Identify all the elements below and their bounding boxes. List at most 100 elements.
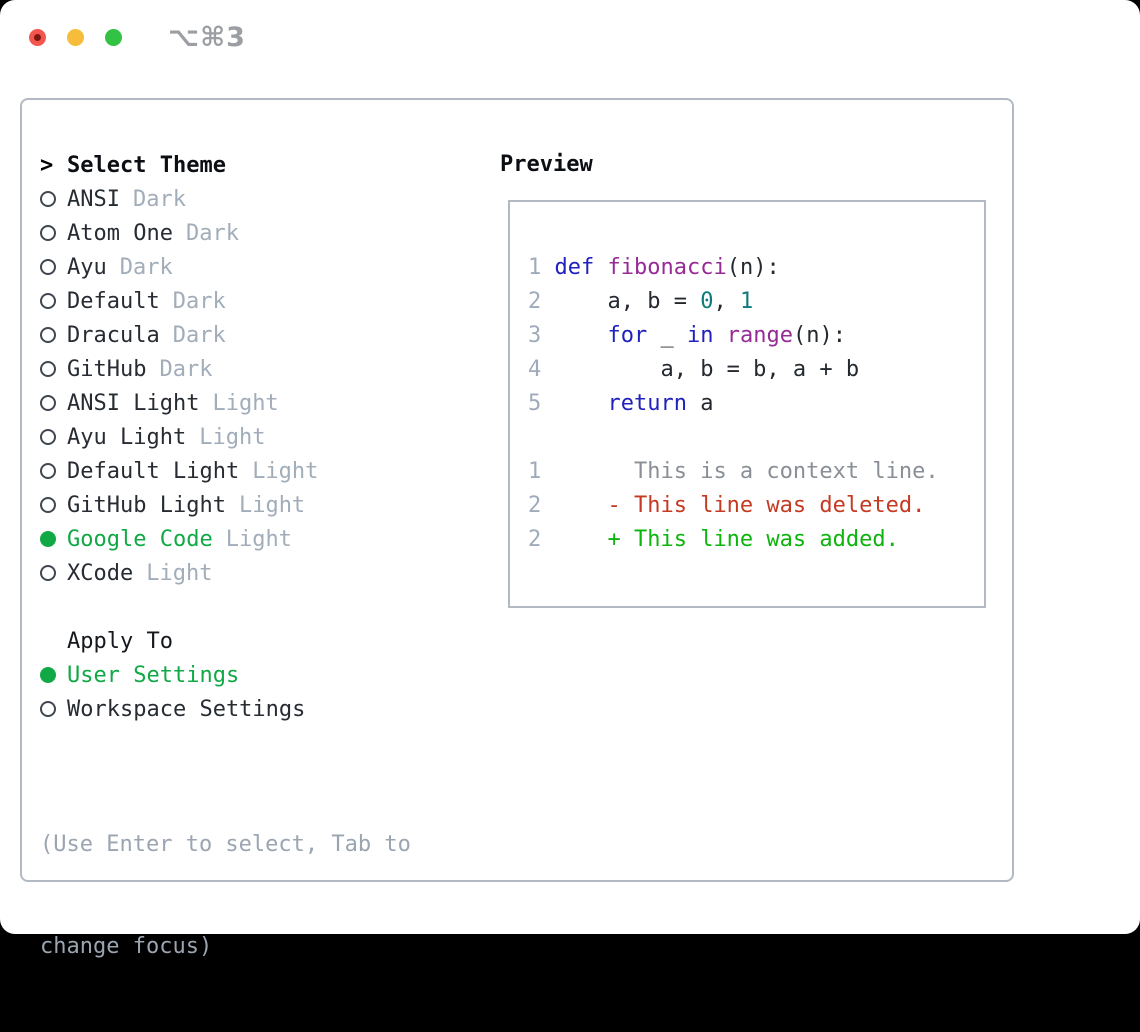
item-label: XCode <box>67 560 134 586</box>
item-variant: Light <box>199 424 266 450</box>
keyboard-hint: (Use Enter to select, Tab to change focu… <box>40 760 485 1032</box>
item-label: Ayu <box>67 254 107 280</box>
spacer <box>40 590 485 624</box>
item-label: Default <box>67 288 160 314</box>
radio-unselected-icon <box>40 259 56 275</box>
radio-unselected-icon <box>40 293 56 309</box>
spacer <box>40 726 485 760</box>
code-token: def <box>554 255 595 280</box>
code-token: 0 <box>700 289 714 314</box>
code-line: 5 return a <box>528 387 939 421</box>
radio-unselected-icon <box>40 361 56 377</box>
item-variant: Dark <box>159 356 213 382</box>
apply-option-workspace-settings[interactable]: Workspace Settings <box>40 692 485 726</box>
radio-selected-icon <box>40 531 56 547</box>
code-token <box>555 323 608 348</box>
unsaved-dot-icon <box>34 34 41 41</box>
item-label: User Settings <box>67 662 240 688</box>
code-token: (n): <box>726 255 780 280</box>
code-line: 2 - This line was deleted. <box>528 489 939 523</box>
radio-selected-icon <box>40 667 56 683</box>
item-label: Ayu Light <box>67 424 187 450</box>
item-label: GitHub Light <box>67 492 226 518</box>
item-variant: Light <box>252 458 319 484</box>
item-label: ANSI <box>67 186 120 212</box>
apply-to-header: Apply To <box>40 624 485 658</box>
theme-item-ayu-light[interactable]: Ayu Light Light <box>40 420 485 454</box>
radio-unselected-icon <box>40 429 56 445</box>
radio-unselected-icon <box>40 225 56 241</box>
code-token <box>555 391 608 416</box>
item-variant: Light <box>238 492 306 518</box>
maximize-button[interactable] <box>105 29 122 46</box>
theme-item-default[interactable]: Default Dark <box>40 284 485 318</box>
code-line: 4 a, b = b, a + b <box>528 353 939 387</box>
traffic-lights <box>29 29 122 46</box>
code-line: 1 This is a context line. <box>528 455 939 489</box>
item-variant: Light <box>146 560 213 586</box>
code-line: 3 for _ in range(n): <box>528 319 939 353</box>
code-token: _ <box>647 323 687 348</box>
item-variant: Dark <box>119 254 173 280</box>
line-number: 1 <box>528 255 542 280</box>
minimize-button[interactable] <box>67 29 84 46</box>
code-line: 2 + This line was added. <box>528 523 939 557</box>
line-number: 5 <box>528 391 542 416</box>
apply-to-title: Apply To <box>67 628 173 654</box>
code-line: 2 a, b = 0, 1 <box>528 285 939 319</box>
item-variant: Light <box>212 390 279 416</box>
theme-item-ansi-light[interactable]: ANSI Light Light <box>40 386 485 420</box>
title-bar: ⌥⌘3 <box>0 0 1140 76</box>
code-line <box>528 421 939 455</box>
line-number: 2 <box>528 527 542 552</box>
line-number: 4 <box>528 357 542 382</box>
radio-unselected-icon <box>40 327 56 343</box>
radio-unselected-icon <box>40 497 56 513</box>
line-number: 1 <box>528 459 542 484</box>
radio-unselected-icon <box>40 701 56 717</box>
line-number: 2 <box>528 289 542 314</box>
hint-line-1: (Use Enter to select, Tab to <box>40 832 411 857</box>
hint-line-2: change focus) <box>40 934 213 959</box>
item-label: ANSI Light <box>67 390 200 416</box>
code-token <box>713 323 726 348</box>
cursor-indicator: > <box>40 152 54 178</box>
line-number: 3 <box>528 323 542 348</box>
apply-option-user-settings[interactable]: User Settings <box>40 658 485 692</box>
code-token: This is a context line. <box>554 459 939 484</box>
code-token: fibonacci <box>607 255 727 280</box>
code-token: 1 <box>739 289 754 314</box>
code-token: return <box>607 391 687 416</box>
radio-unselected-icon <box>40 395 56 411</box>
radio-unselected-icon <box>40 463 56 479</box>
code-token: (n): <box>792 323 846 348</box>
select-theme-title: Select Theme <box>67 152 226 178</box>
code-token: + This line was added. <box>554 527 899 552</box>
theme-item-ayu[interactable]: Ayu Dark <box>40 250 485 284</box>
code-token: range <box>726 323 793 348</box>
line-number: 2 <box>528 493 542 518</box>
code-token: , <box>713 289 740 314</box>
theme-item-github-light[interactable]: GitHub Light Light <box>40 488 485 522</box>
item-variant: Dark <box>172 288 226 314</box>
item-variant: Dark <box>185 220 239 246</box>
item-label: Google Code <box>67 526 213 552</box>
close-button[interactable] <box>29 29 46 46</box>
code-token: a, b = <box>554 289 701 314</box>
code-token: a, b = b, a + b <box>554 357 860 382</box>
item-label: Workspace Settings <box>67 696 306 722</box>
theme-item-xcode[interactable]: XCode Light <box>40 556 485 590</box>
code-token: for <box>607 323 648 348</box>
radio-unselected-icon <box>40 565 56 581</box>
code-token: - This line was deleted. <box>554 493 926 518</box>
